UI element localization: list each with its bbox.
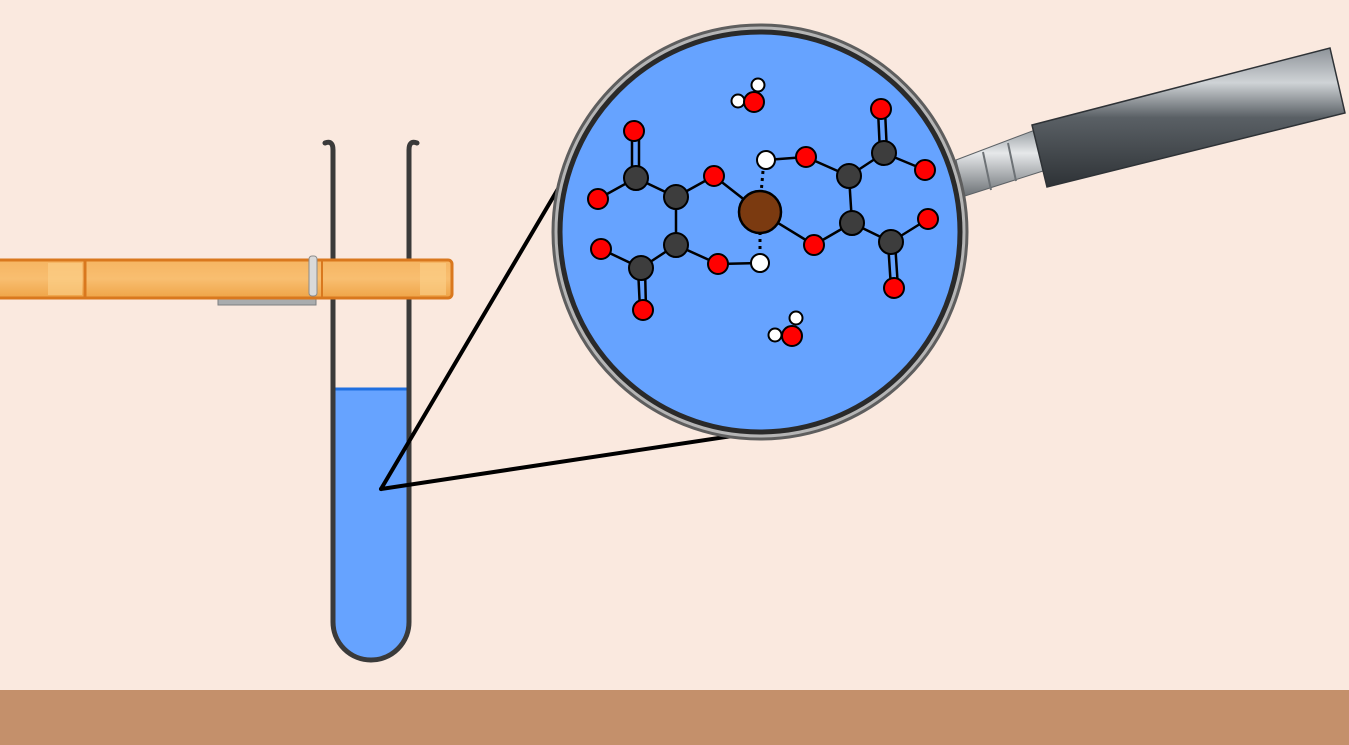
clamp-highlight	[48, 263, 82, 295]
test-tube-glass	[322, 139, 420, 663]
liquid	[333, 389, 409, 660]
oxygen-atom	[703, 165, 725, 187]
carbon-atom	[839, 210, 865, 236]
water-oxygen-atom	[743, 91, 765, 113]
neck-ring	[1007, 142, 1017, 182]
test-tube	[322, 139, 420, 663]
carbon-atom	[623, 165, 649, 191]
carbon-atom	[878, 229, 904, 255]
oxygen-atom	[803, 234, 825, 256]
zoom-line-lower	[379, 434, 734, 491]
carbon-atom	[628, 255, 654, 281]
oxygen-atom	[870, 98, 892, 120]
zoom-pointer	[379, 153, 734, 491]
handle-grip	[1031, 47, 1346, 188]
oxygen-atom	[917, 208, 939, 230]
water-hydrogen-atom	[730, 93, 746, 109]
water-hydrogen-atom	[788, 310, 804, 326]
hydrogen-atom	[750, 253, 770, 273]
oxygen-atom	[623, 120, 645, 142]
oxygen-atom	[795, 146, 817, 168]
water-oxygen-atom	[781, 325, 803, 347]
water-molecules	[730, 77, 804, 347]
molecule-view	[587, 77, 939, 347]
hydrogen-bonds	[758, 170, 765, 252]
carbon-atom	[871, 140, 897, 166]
metal-ion-atom	[737, 189, 783, 235]
oxygen-atom	[632, 299, 654, 321]
neck-ring	[982, 151, 992, 191]
atoms	[587, 98, 939, 321]
water-hydrogen-atom	[750, 77, 766, 93]
carbon-atom	[663, 232, 689, 258]
magnifier-handle	[955, 47, 1346, 197]
clamp	[0, 255, 454, 306]
hydrogen-atom	[756, 150, 776, 170]
oxygen-atom	[587, 188, 609, 210]
oxygen-atom	[590, 238, 612, 260]
lab-bench	[0, 690, 1349, 745]
oxygen-atom	[914, 159, 936, 181]
carbon-atom	[663, 184, 689, 210]
oxygen-atom	[883, 277, 905, 299]
carbon-atom	[836, 163, 862, 189]
clamp-highlight	[420, 263, 446, 295]
clamp-screw	[308, 255, 318, 297]
oxygen-atom	[707, 253, 729, 275]
clamp-arm	[0, 258, 454, 300]
zoom-line-upper	[379, 153, 580, 491]
water-hydrogen-atom	[767, 327, 783, 343]
